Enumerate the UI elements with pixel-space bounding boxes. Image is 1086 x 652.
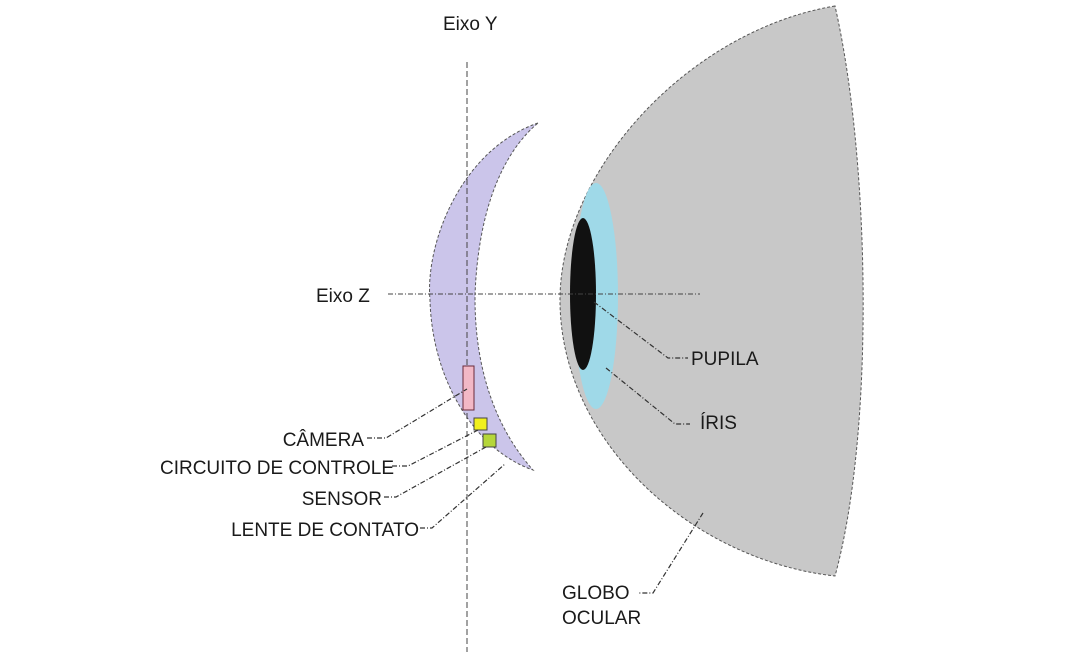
- sensor-component: [482, 433, 497, 448]
- eyeball-label-line1: GLOBO: [562, 583, 630, 604]
- pupil-leader-line: [593, 301, 688, 359]
- camera-component: [462, 365, 475, 411]
- eyeball-shape: [559, 5, 864, 577]
- sensor-leader-line: [384, 446, 487, 498]
- control-circuit-component: [473, 417, 488, 431]
- pupil-label: PUPILA: [691, 349, 759, 370]
- sensor-label: SENSOR: [302, 489, 382, 510]
- y-axis-label: Eixo Y: [443, 14, 498, 35]
- contact-lens-leader-line: [420, 463, 506, 529]
- contact-lens-label: LENTE DE CONTATO: [231, 520, 419, 541]
- eyeball-label-line2: OCULAR: [562, 608, 641, 629]
- camera-label: CÂMERA: [283, 429, 365, 451]
- control-circuit-label: CIRCUITO DE CONTROLE: [160, 458, 394, 479]
- camera-leader-line: [367, 388, 468, 439]
- contact-lens-shape: [429, 122, 539, 472]
- eyeball-leader-line: [638, 512, 704, 594]
- iris-label: ÍRIS: [700, 413, 737, 434]
- control-circuit-leader-line: [392, 429, 479, 467]
- z-axis-label: Eixo Z: [316, 286, 370, 307]
